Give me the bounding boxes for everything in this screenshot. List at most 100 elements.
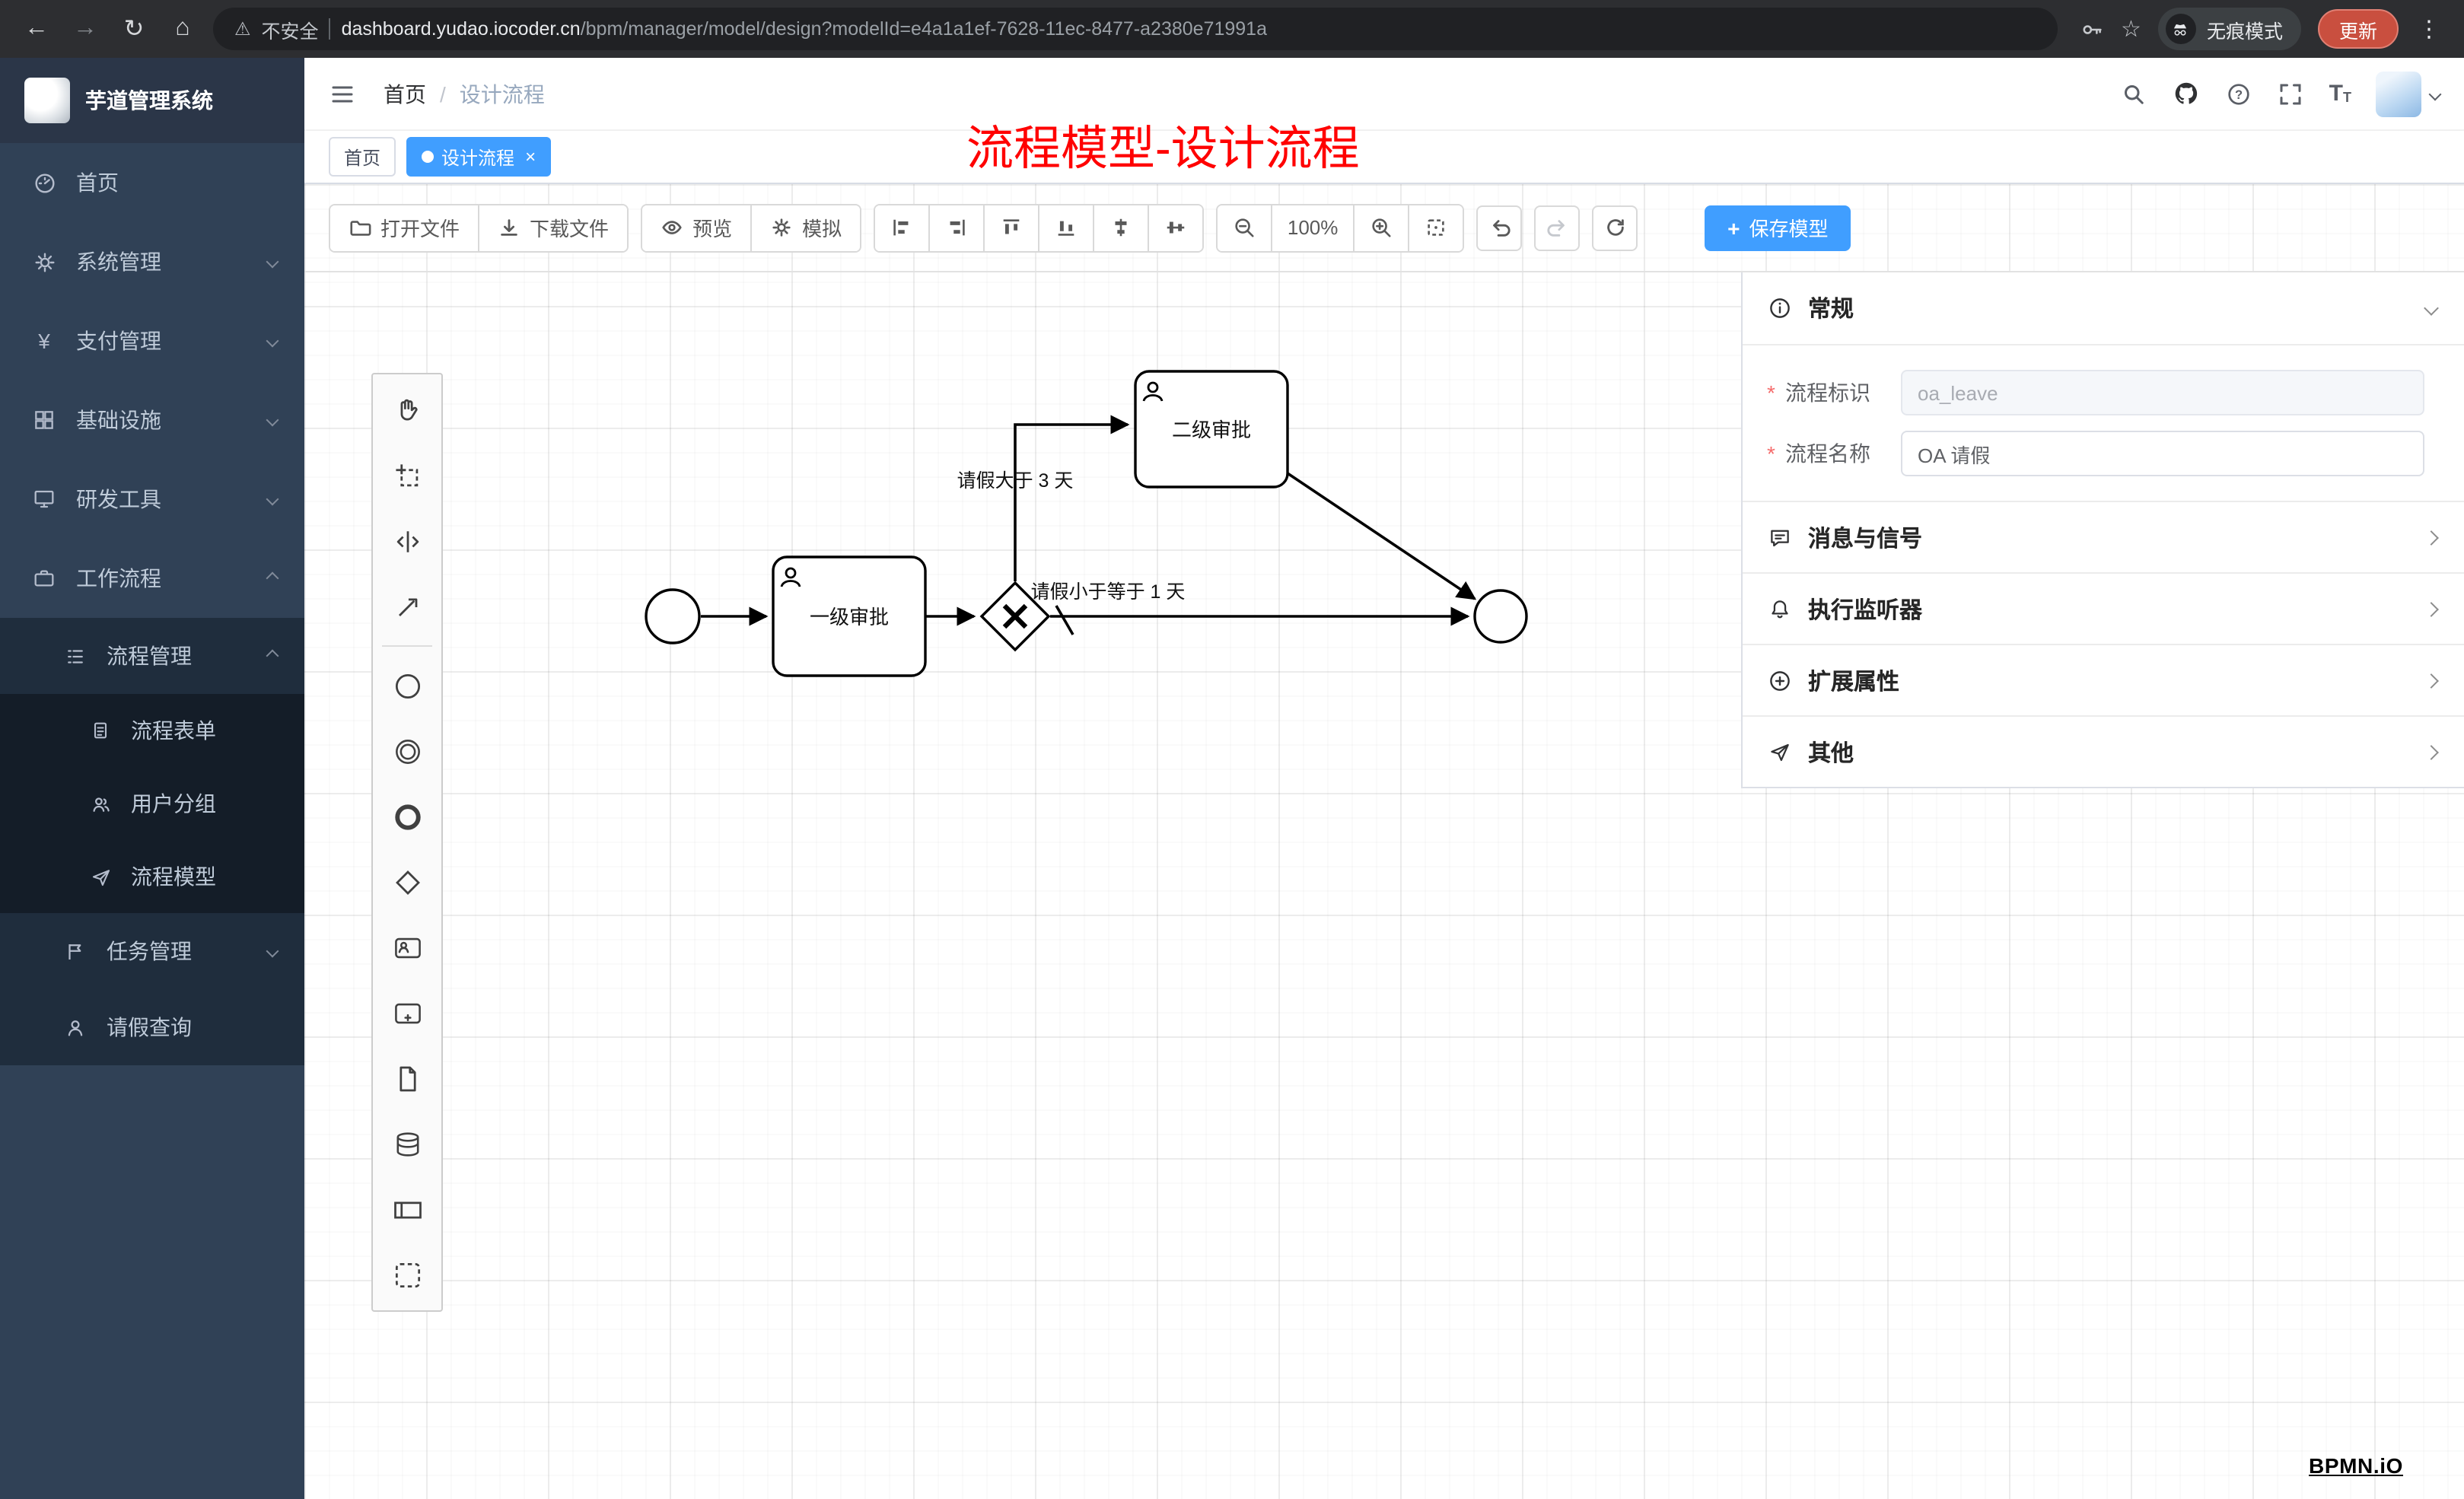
- bpmn-io-link[interactable]: BPMN.iO: [2309, 1453, 2403, 1478]
- create-participant-icon[interactable]: [374, 1176, 440, 1242]
- incognito-badge[interactable]: 无痕模式: [2157, 8, 2301, 50]
- browser-menu-icon[interactable]: ⋮: [2418, 17, 2440, 43]
- fullscreen-icon[interactable]: [2278, 80, 2305, 107]
- redo-button[interactable]: [1534, 205, 1581, 250]
- exclusive-gateway[interactable]: [979, 581, 1051, 652]
- sequence-flow-gateway-to-end[interactable]: 请假小于等于 1 天: [1031, 581, 1470, 635]
- sidebar-item-user-group[interactable]: 用户分组: [0, 767, 304, 840]
- section-message-signal[interactable]: 消息与信号: [1743, 501, 2464, 572]
- create-data-store-icon[interactable]: [374, 1111, 440, 1176]
- align-right-button[interactable]: [928, 205, 984, 250]
- sidebar-label: 任务管理: [107, 939, 192, 963]
- create-gateway-icon[interactable]: [374, 849, 440, 915]
- create-intermediate-event-icon[interactable]: [374, 718, 440, 784]
- chevron-down-icon: [2424, 301, 2439, 316]
- tab-design-process[interactable]: 设计流程 ×: [406, 137, 552, 177]
- sidebar-item-process-model[interactable]: 流程模型: [0, 840, 304, 913]
- section-title: 执行监听器: [1808, 597, 1923, 623]
- sidebar-item-workflow[interactable]: 工作流程: [0, 539, 304, 618]
- user-task-level1[interactable]: 一级审批: [772, 555, 927, 677]
- message-icon: [1771, 529, 1789, 546]
- key-icon[interactable]: [2078, 16, 2104, 42]
- global-connect-tool-icon[interactable]: [374, 574, 440, 639]
- align-center-horizontal-button[interactable]: [1093, 205, 1148, 250]
- home-icon[interactable]: ⌂: [175, 15, 190, 41]
- flow-label-over-3-days[interactable]: 请假大于 3 天: [957, 470, 1074, 492]
- breadcrumb-home[interactable]: 首页: [384, 81, 426, 106]
- download-file-button[interactable]: 下载文件: [478, 205, 628, 250]
- create-start-event-icon[interactable]: [374, 653, 440, 718]
- zoom-reset-button[interactable]: [1408, 205, 1463, 250]
- tab-home[interactable]: 首页: [329, 137, 396, 177]
- sidebar-item-infra[interactable]: 基础设施: [0, 380, 304, 460]
- sidebar-item-system[interactable]: 系统管理: [0, 222, 304, 301]
- help-icon[interactable]: ?: [2226, 80, 2253, 107]
- create-user-task-icon[interactable]: [374, 915, 440, 980]
- undo-button[interactable]: [1476, 205, 1523, 250]
- refresh-icon[interactable]: ↻: [123, 17, 145, 43]
- align-center-vertical-button[interactable]: [1148, 205, 1203, 250]
- bookmark-star-icon[interactable]: ☆: [2121, 17, 2141, 43]
- sequence-flow-gateway-to-task2[interactable]: 请假大于 3 天: [957, 415, 1130, 581]
- zoom-in-button[interactable]: [1353, 205, 1409, 250]
- section-other[interactable]: 其他: [1743, 715, 2464, 787]
- save-model-button[interactable]: + 保存模型: [1705, 205, 1851, 250]
- user-menu[interactable]: [2376, 71, 2442, 116]
- chevron-down-icon: [266, 944, 279, 958]
- create-subprocess-icon[interactable]: [374, 980, 440, 1045]
- bpmn-canvas[interactable]: 打开文件 下载文件 预览: [304, 184, 2464, 1499]
- section-general[interactable]: 常规: [1743, 272, 2464, 344]
- process-name-input[interactable]: [1901, 431, 2424, 476]
- zoom-level[interactable]: 100%: [1271, 205, 1353, 250]
- sidebar-item-payment[interactable]: ¥ 支付管理: [0, 301, 304, 380]
- end-event[interactable]: [1473, 589, 1528, 644]
- collapse-sidebar-icon[interactable]: [329, 80, 356, 107]
- sidebar-item-process-mgmt[interactable]: 流程管理: [0, 618, 304, 694]
- start-event[interactable]: [645, 588, 701, 644]
- address-bar[interactable]: ⚠ 不安全 dashboard.yudao.iocoder.cn/bpm/man…: [213, 8, 2058, 50]
- create-group-icon[interactable]: [374, 1242, 440, 1307]
- open-file-button[interactable]: 打开文件: [330, 205, 479, 250]
- plus-icon: +: [1727, 215, 1740, 240]
- user-task-level2[interactable]: 二级审批: [1134, 370, 1289, 489]
- align-top-button[interactable]: [983, 205, 1039, 250]
- button-label: 预览: [692, 218, 733, 240]
- sidebar-item-devtools[interactable]: 研发工具: [0, 460, 304, 539]
- simulate-button[interactable]: 模拟: [750, 205, 861, 250]
- search-icon[interactable]: [2121, 80, 2148, 107]
- chevron-right-icon: [2424, 530, 2439, 545]
- required-mark: *: [1767, 380, 1775, 405]
- section-execution-listener[interactable]: 执行监听器: [1743, 572, 2464, 644]
- sidebar-item-leave-query[interactable]: 请假查询: [0, 989, 304, 1065]
- sidebar-item-process-form[interactable]: 流程表单: [0, 694, 304, 767]
- space-tool-icon[interactable]: [374, 508, 440, 574]
- sequence-flow-task2-to-end[interactable]: [1286, 472, 1477, 600]
- section-extended-attributes[interactable]: 扩展属性: [1743, 644, 2464, 715]
- tags-bar: 首页 设计流程 ×: [304, 131, 2464, 184]
- security-label[interactable]: 不安全: [261, 21, 319, 42]
- lasso-tool-icon[interactable]: [374, 443, 440, 508]
- align-left-button[interactable]: [875, 205, 929, 250]
- forward-icon[interactable]: →: [73, 15, 97, 41]
- create-data-object-icon[interactable]: [374, 1045, 440, 1111]
- github-icon[interactable]: [2173, 79, 2201, 108]
- align-bottom-button[interactable]: [1038, 205, 1094, 250]
- app-logo[interactable]: 芋道管理系统: [0, 58, 304, 143]
- bpmn-diagram[interactable]: 请假大于 3 天 请假小于等于 1 天: [304, 184, 2464, 1499]
- update-button[interactable]: 更新: [2317, 9, 2399, 49]
- flow-label-lte-1-day[interactable]: 请假小于等于 1 天: [1031, 581, 1186, 603]
- back-icon[interactable]: ←: [24, 15, 49, 41]
- preview-button[interactable]: 预览: [642, 205, 751, 250]
- app-logo-image: [24, 78, 70, 123]
- create-end-event-icon[interactable]: [374, 784, 440, 849]
- required-mark: *: [1767, 441, 1775, 466]
- sidebar-item-task-mgmt[interactable]: 任务管理: [0, 913, 304, 989]
- sidebar-item-home[interactable]: 首页: [0, 143, 304, 222]
- zoom-out-button[interactable]: [1218, 205, 1272, 250]
- hand-tool-icon[interactable]: [374, 377, 440, 443]
- close-icon[interactable]: ×: [525, 146, 536, 167]
- restart-button[interactable]: [1592, 205, 1638, 250]
- chevron-right-icon: [2424, 601, 2439, 616]
- sidebar-menu: 首页 系统管理 ¥ 支付管理: [0, 143, 304, 1065]
